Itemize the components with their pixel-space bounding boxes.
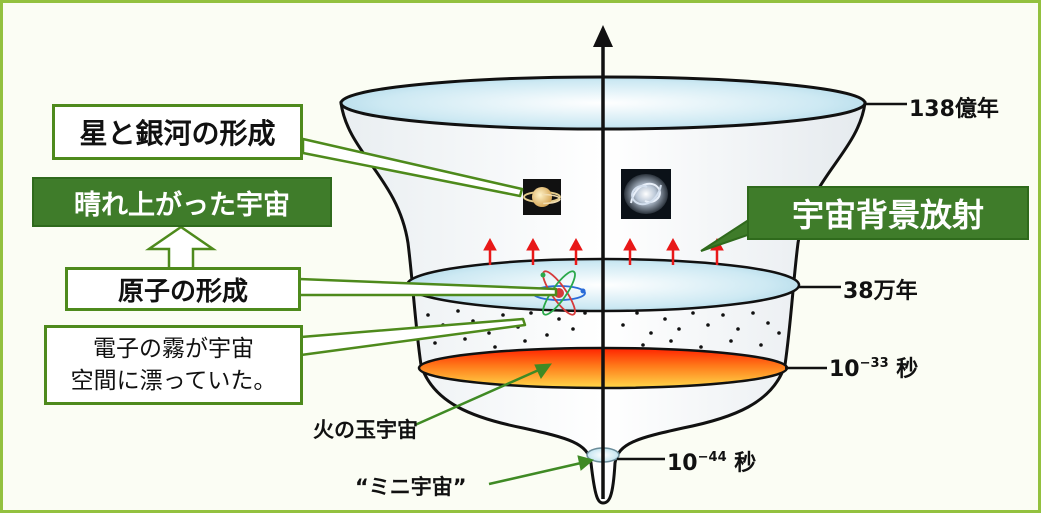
atom-formation-label: 原子の形成 xyxy=(117,276,248,307)
cmb-label: 宇宙背景放射 xyxy=(791,196,984,234)
time-label-1e-33-sec: 10−33 秒 xyxy=(829,356,919,382)
electron-fog-line-2: 空間に漂っていた。 xyxy=(70,368,277,394)
clear-universe-label: 晴れ上がった宇宙 xyxy=(74,189,290,221)
universe-funnel-diagram xyxy=(144,25,907,505)
galaxy-image xyxy=(621,169,671,219)
time-label-380-thousand: 38万年 xyxy=(843,279,918,304)
time-label-1e-44-sec: 10−44 秒 xyxy=(667,450,757,476)
clear-universe-box: 晴れ上がった宇宙 xyxy=(32,177,332,227)
mini-universe-pointer-arrow xyxy=(488,455,595,486)
stars-galaxies-box: 星と銀河の形成 xyxy=(52,104,303,160)
fireball-universe-label: 火の玉宇宙 xyxy=(313,418,418,442)
electron-fog-dots xyxy=(426,309,781,349)
atom-icon xyxy=(532,270,586,316)
saturn-image xyxy=(523,179,561,215)
cmb-box: 宇宙背景放射 xyxy=(747,186,1029,240)
mini-universe-label: “ミニ宇宙” xyxy=(355,475,467,499)
electron-fog-line-1: 電子の霧が宇宙 xyxy=(93,336,254,362)
transition-up-arrow xyxy=(144,225,218,273)
electron-fog-box: 電子の霧が宇宙 空間に漂っていた。 xyxy=(44,325,303,405)
fireball-pointer-arrow xyxy=(414,363,553,427)
atom-formation-box: 原子の形成 xyxy=(65,267,301,311)
callout-pointer-stars xyxy=(301,137,524,198)
time-label-13.8-billion: 138億年 xyxy=(909,97,999,122)
stars-galaxies-label: 星と銀河の形成 xyxy=(79,117,276,150)
time-axis-arrowhead xyxy=(593,25,613,47)
time-tick-lines xyxy=(617,102,907,461)
